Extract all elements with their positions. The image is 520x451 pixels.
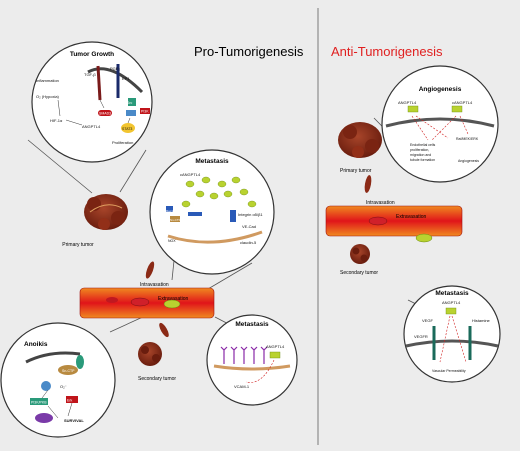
label-angptl4: ANGPTL4 (82, 124, 101, 129)
pro-tumorigenesis-heading: Pro-Tumorigenesis (194, 44, 304, 59)
anti-metastasis-title: Metastasis (435, 290, 469, 297)
label-claudin5: claudin-5 (240, 240, 257, 245)
label-anti-angptl4: ANGPTL4 (398, 100, 417, 105)
label-ve-cad: VE-Cad (242, 224, 256, 229)
anti-tumorigenesis-heading: Anti-Tumorigenesis (331, 44, 443, 59)
metastasis-top-inset: Metastasis cANGPTL4 Rac1 Sn-CT (149, 149, 275, 275)
label-nox: NOX (168, 239, 176, 243)
label-survival: SURVIVAL (64, 418, 84, 423)
label-endothelial-line4: tubule formation (410, 158, 435, 162)
label-vegf: VEGF (422, 318, 433, 323)
label-inflammation: Inflammation (36, 78, 59, 83)
label-vegfr: VEGFR (414, 334, 428, 339)
label-anti-cangptl4: cANGPTL4 (452, 100, 473, 105)
metastasis-bottom-inset: Metastasis ANGPTL4 VCAM-1 (206, 314, 298, 406)
label-cangptl4: cANGPTL4 (180, 172, 201, 177)
anti-secondary-tumor: Secondary tumor (340, 244, 378, 276)
label-endothelial-line3: migration and (410, 153, 431, 157)
label-integrin: Integrin α5/β1 (238, 212, 263, 217)
pro-primary-tumor: Primary tumor (62, 194, 128, 248)
anoikis-title: Anoikis (24, 341, 48, 348)
cangptl4-particles (181, 176, 257, 208)
label-endothelial-line1: Endothelial cells (410, 143, 436, 147)
anoikis-inset: Anoikis Sn-CTP O₂⁻ PI3K/PKB Erk SURVIVAL (0, 322, 116, 438)
pro-primary-tumor-label: Primary tumor (62, 242, 94, 248)
anti-intravasation-label: Intravasation (366, 200, 395, 206)
label-rac1: Rac1 (166, 209, 173, 213)
label-proliferation: Proliferation (112, 140, 133, 145)
anti-extravasation-label: Extravasation (396, 214, 427, 220)
label-erk: Erk (67, 399, 73, 403)
label-ep1: EP1 (122, 76, 130, 81)
label-pi3k: PI3K (141, 110, 149, 114)
vcam1-receptors (220, 346, 268, 364)
label-src: Src (127, 101, 133, 105)
label-endothelial-line2: proliferation, (410, 148, 429, 152)
pro-intravasation-label: Intravasation (140, 282, 169, 288)
label-angiogenesis-outcome: Angiogenesis (458, 159, 479, 163)
anti-primary-tumor-label: Primary tumor (340, 168, 372, 174)
label-histamine: Histamine (472, 318, 491, 323)
metastasis-bottom-title: Metastasis (235, 321, 269, 328)
pro-blood-vessel: Intravasation Extravasation (79, 261, 215, 338)
label-bottom-angptl4: ANGPTL4 (266, 344, 285, 349)
pro-secondary-tumor: Secondary tumor (138, 342, 176, 382)
label-stat3: STAT3 (122, 127, 132, 131)
angiogenesis-title: Angiogenesis (419, 86, 462, 93)
pro-extravasation-label: Extravasation (158, 296, 189, 302)
label-pge2: PGE₂ (110, 66, 120, 71)
pro-secondary-tumor-label: Secondary tumor (138, 376, 176, 382)
angiogenesis-inset: Angiogenesis ANGPTL4 cANGPTL4 Endothelia… (381, 65, 499, 183)
label-anti-met-angptl4: ANGPTL4 (442, 300, 461, 305)
anti-primary-tumor: Primary tumor (338, 122, 382, 174)
label-anoikis-sn-ctp: Sn-CTP (62, 369, 75, 373)
label-vascular-permeability: Vascular Permeability (432, 369, 466, 373)
label-tgfb: TGF-β (84, 72, 96, 77)
label-sn-ctp: Sn-CTP (170, 218, 181, 222)
label-vcam1: VCAM-1 (234, 384, 250, 389)
label-raf-mek-erk: Raf/MEK/ERK (456, 137, 479, 141)
label-pi3k-pkb: PI3K/PKB (31, 401, 47, 405)
label-smad3: SMAD3 (99, 112, 111, 116)
tumor-growth-title: Tumor Growth (70, 51, 114, 58)
anti-blood-vessel: Intravasation Extravasation (325, 175, 463, 243)
anti-metastasis-inset: Metastasis ANGPTL4 VEGF VEGFR Histamine … (403, 285, 501, 383)
tumor-growth-inset: Tumor Growth Inflammation O₂ (Hypoxia) H… (31, 41, 153, 163)
label-superoxide: O₂⁻ (60, 384, 67, 389)
label-hif1a: HIF-1α (50, 118, 63, 123)
metastasis-top-title: Metastasis (195, 158, 229, 165)
anti-secondary-tumor-label: Secondary tumor (340, 270, 378, 276)
label-hypoxia: O₂ (Hypoxia) (36, 94, 60, 99)
